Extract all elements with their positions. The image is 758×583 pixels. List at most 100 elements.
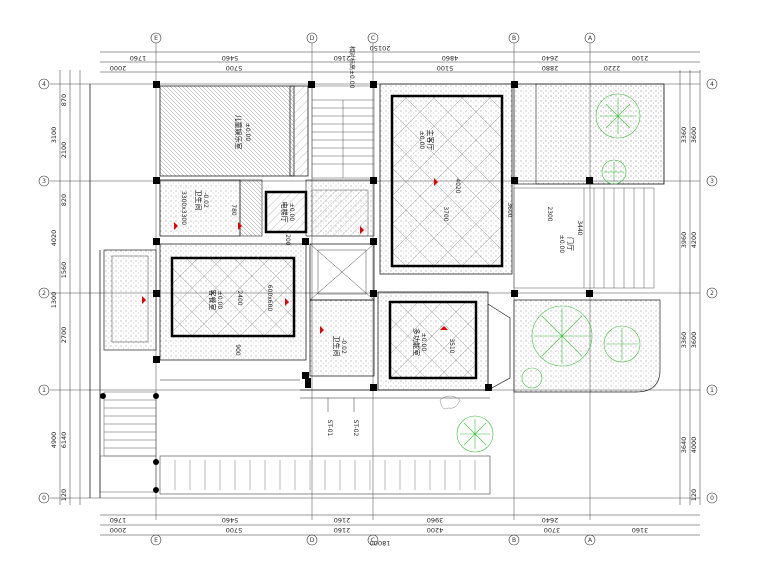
dim-left-8: 2700 [60, 327, 68, 344]
rd-780: 780 [230, 204, 237, 216]
dim-bot-7: 5700 [226, 526, 243, 534]
dim-right-5: 3360 [680, 332, 688, 349]
rd-1200: 1200 [284, 230, 291, 245]
axis-label-3-right: 3 [710, 178, 714, 185]
dim-right-1: 3360 [680, 127, 688, 144]
dim-right-7: 3640 [680, 437, 688, 454]
dim-right-4: 4200 [690, 232, 698, 249]
rd-2300: 2300 [546, 206, 553, 221]
label-elevator-level: ±0.00 [288, 203, 295, 222]
axis-label-d-bottom: D [310, 537, 315, 544]
dim-top-4: 2640 [542, 54, 559, 62]
axis-label-1: 1 [42, 387, 46, 394]
axis-label-0-right: 0 [710, 495, 714, 502]
dim-bot-4: 2640 [542, 516, 559, 524]
dim-bot-10: 3700 [544, 526, 561, 534]
entry-steps [513, 187, 655, 289]
axis-label-0: 0 [42, 495, 46, 502]
label-guest-level: ±0.00 [216, 291, 223, 310]
building-walls [89, 83, 665, 498]
rd-3300: 3300x3300 [180, 191, 187, 225]
axis-label-2: 2 [42, 290, 46, 297]
dim-left-11: 120 [60, 489, 68, 501]
label-master-level: ±0.00 [418, 131, 425, 150]
stair-bottom-left [99, 391, 157, 493]
axis-label-e-bottom: E [154, 537, 158, 544]
label-children-room: 儿童娱乐室 [234, 115, 243, 150]
label-wc1: 卫生间 [194, 190, 203, 211]
axis-label-4: 4 [42, 81, 46, 88]
dim-right-8: 4000 [690, 437, 698, 454]
rd-3600: 3600 [506, 202, 513, 217]
axis-label-c: C [371, 35, 375, 42]
dim-bot-8: 2160 [334, 526, 351, 534]
label-wc1-level: -0.02 [202, 192, 209, 208]
dim-bot-3: 3960 [427, 516, 444, 524]
dim-top-9: 2880 [542, 64, 559, 72]
axis-label-e: E [154, 35, 158, 42]
right-dimensions: 3360 3600 3960 4200 3360 3600 3640 4000 … [679, 70, 701, 505]
dim-top-8: 5100 [437, 64, 454, 72]
label-st01: ST-01 [326, 420, 333, 437]
label-multi-room: 多功能室 [412, 328, 421, 356]
label-entrance-level: ±0.00 [558, 235, 565, 254]
label-wc2-level: -0.02 [340, 338, 347, 354]
label-wc2: 卫生间 [332, 336, 341, 357]
dim-left-5: 4020 [50, 230, 58, 247]
dim-bot-9: 4200 [427, 526, 444, 534]
label-multi-level: ±0.00 [420, 333, 427, 352]
label-children-level: ±0.00 [244, 123, 251, 142]
room-labels: 儿童娱乐室 ±0.00 主客厅 ±0.00 卫生间 -0.02 电梯厅 ±0.0… [194, 115, 575, 357]
rd-4020: 4020 [454, 178, 461, 193]
dim-left-1: 870 [60, 94, 68, 106]
stair-labels: ST-01 ST-02 [326, 398, 359, 437]
title-note: 相对标高±0.00 [348, 46, 356, 89]
dim-right-2: 3600 [690, 127, 698, 144]
dim-left-10: 6140 [60, 432, 68, 449]
axis-label-c-bottom: C [371, 537, 375, 544]
dim-top-3: 4860 [442, 54, 459, 62]
axis-label-4-right: 4 [710, 81, 714, 88]
dim-bot-5: 1760 [110, 516, 127, 524]
dim-top-7: 5700 [226, 64, 243, 72]
dim-top-11: 1760 [130, 54, 147, 62]
columns [100, 81, 593, 493]
dim-bot-total: 18000 [370, 539, 391, 547]
label-guest-room: 客餐室 [208, 290, 217, 311]
rd-2400: 2400 [236, 290, 243, 305]
stair-top [311, 85, 375, 179]
dim-bot-1: 5460 [222, 516, 239, 524]
dim-left-3: 2100 [60, 142, 68, 159]
axis-bubbles-side: 4 3 2 1 0 4 3 2 1 0 [38, 78, 718, 504]
dim-left-9: 4900 [50, 432, 58, 449]
left-dimensions: 870 3100 2100 820 4020 1560 1300 2700 49… [50, 70, 81, 505]
dim-top-total: 20150 [370, 44, 391, 52]
axis-label-1-right: 1 [710, 387, 714, 394]
bottom-dimensions: 5460 2160 3960 2640 1760 2000 5700 2160 … [100, 514, 700, 547]
axis-label-3: 3 [42, 178, 46, 185]
axis-label-2-right: 2 [710, 290, 714, 297]
rd-3510: 3510 [448, 338, 455, 353]
rd-3700: 3700 [442, 206, 449, 221]
dim-right-3: 3960 [680, 232, 688, 249]
dim-top-6: 2000 [110, 64, 127, 72]
dim-bot-11: 3160 [632, 526, 649, 534]
rd-600: 600x600 [266, 285, 273, 312]
axis-label-a-bottom: A [588, 537, 593, 544]
axis-label-d: D [310, 35, 315, 42]
dim-left-6: 1560 [60, 262, 68, 279]
top-dimensions: 20150 5460 2160 4860 2640 2100 2000 5700… [100, 44, 700, 73]
children-room-floor [159, 85, 295, 177]
dim-top-10: 2220 [604, 64, 621, 72]
axis-label-b: B [512, 35, 516, 42]
axis-label-b-bottom: B [512, 537, 516, 544]
dim-right-6: 3600 [690, 332, 698, 349]
plants [439, 93, 641, 453]
label-st02: ST-02 [352, 420, 359, 437]
label-entrance: 门厅 [566, 237, 575, 251]
rd-900: 900 [234, 344, 241, 356]
dim-top-5: 2100 [632, 54, 649, 62]
dim-top-1: 5460 [222, 54, 239, 62]
dim-bot-6: 2000 [110, 526, 127, 534]
